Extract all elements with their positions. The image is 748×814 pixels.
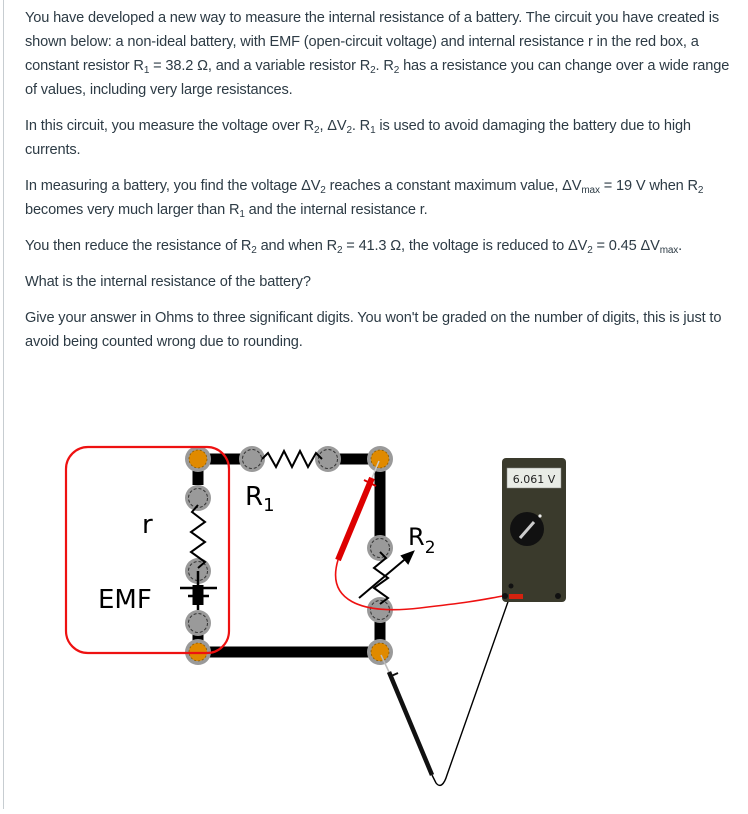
label-r1: R1 [245,482,275,516]
battery-red-box [64,445,231,655]
circuit-wires [192,453,386,658]
label-r: r [142,510,153,540]
circuit-figure: r EMF R1 R2 6.061 V [0,430,748,809]
content-left-border [3,0,4,809]
battery-icon [180,571,217,610]
paragraph-4: You then reduce the resistance of R2 and… [25,238,683,256]
meter-reading: 6.061 V [513,473,556,486]
paragraph-5: What is the internal resistance of the b… [25,274,311,290]
label-emf: EMF [98,585,152,615]
paragraph-1: You have developed a new way to measure … [25,10,730,98]
variable-arrow-icon [358,550,415,599]
paragraph-6: Give your answer in Ohms to three signif… [25,310,722,350]
paragraph-2: In this circuit, you measure the voltage… [25,118,691,158]
resistor-r-icon [189,504,207,569]
variable-resistor-r2-icon [372,551,390,605]
black-probe-icon [380,595,511,787]
label-r2: R2 [408,523,436,558]
junction-dots [188,449,390,662]
red-probe-icon [334,460,504,611]
resistor-r1-icon [261,448,323,470]
circuit-diagram: r EMF R1 R2 6.061 V [64,445,566,787]
multimeter: 6.061 V [502,458,566,602]
connector-nodes [184,445,394,665]
paragraph-3: In measuring a battery, you find the vol… [25,178,704,220]
question-text: You have developed a new way to measure … [25,6,735,366]
